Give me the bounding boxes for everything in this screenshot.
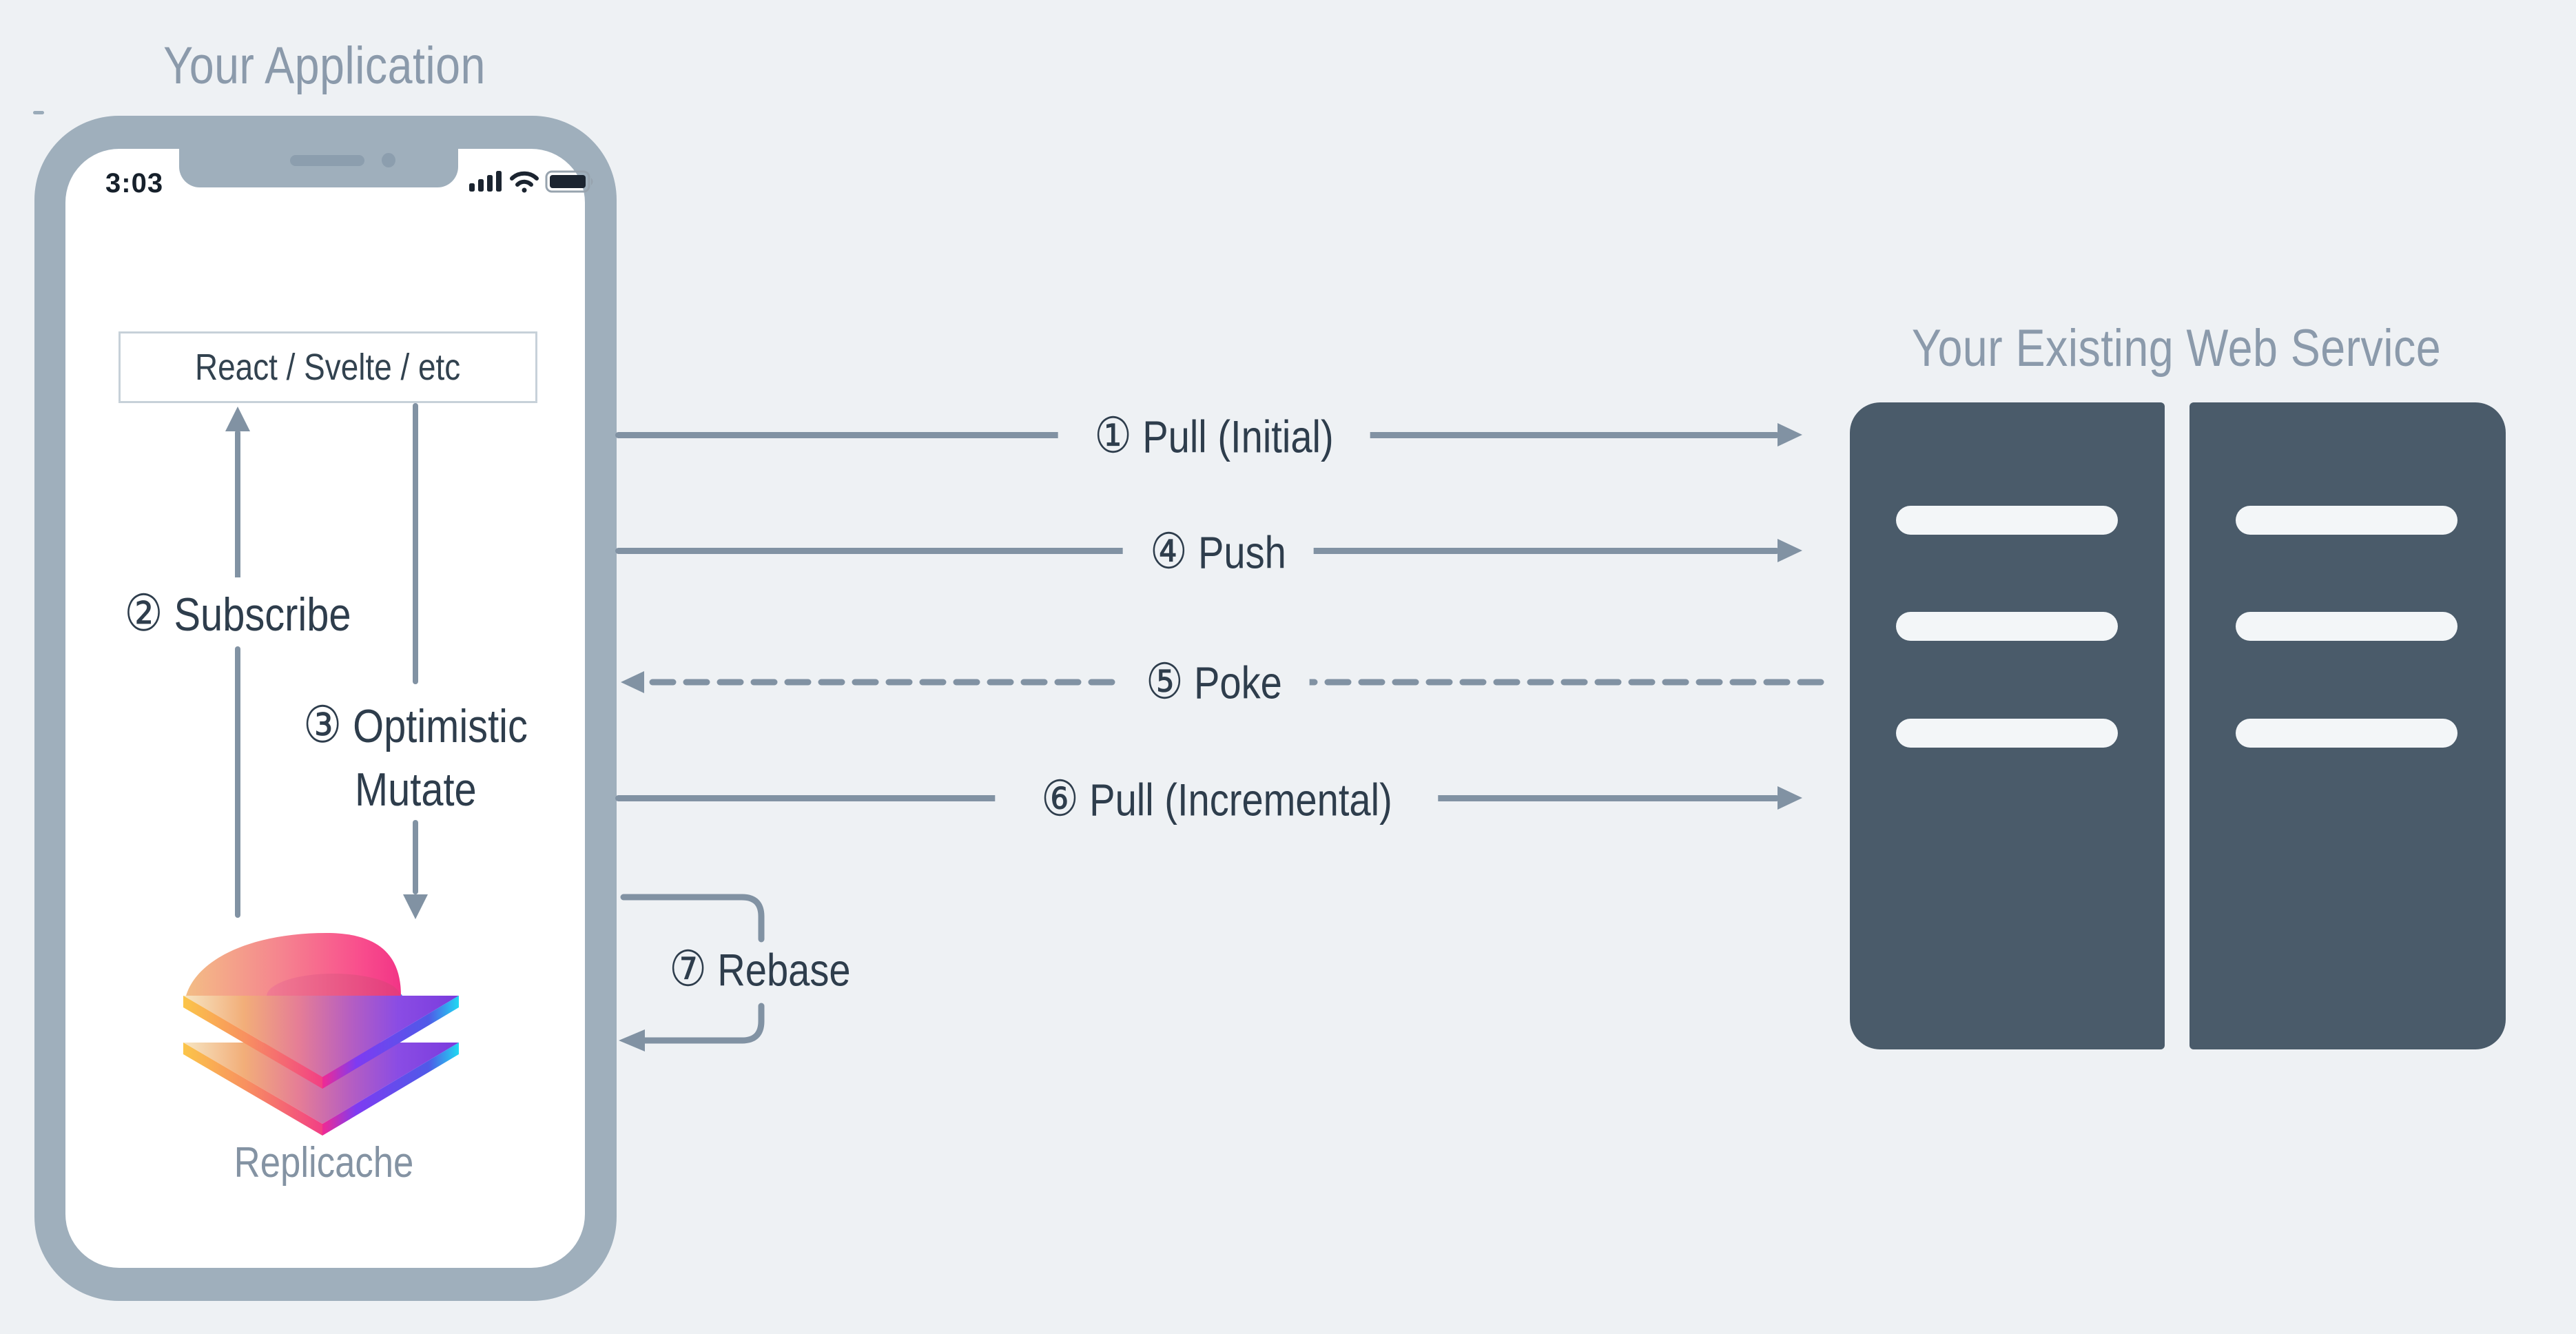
server-bar xyxy=(2236,506,2457,535)
replicache-label: Replicache xyxy=(234,1139,414,1187)
pull-incremental-arrowhead-icon xyxy=(1778,786,1802,810)
rebase-arrowhead-icon xyxy=(619,1029,645,1051)
speaker-grille-icon xyxy=(290,155,364,166)
battery-icon xyxy=(545,170,593,193)
subscribe-arrowhead-icon xyxy=(225,407,250,431)
server-rack-right xyxy=(2189,402,2506,1049)
replicache-logo xyxy=(183,933,459,1136)
cellular-signal-icon xyxy=(469,171,502,192)
pull-incremental-label: ⑥ Pull (Incremental) xyxy=(995,766,1439,832)
ui-framework-label: React / Svelte / etc xyxy=(195,347,461,388)
server-bar xyxy=(2236,612,2457,641)
rebase-label: ⑦ Rebase xyxy=(669,941,851,997)
service-title: Your Existing Web Service xyxy=(1911,319,2442,378)
server-rack-left xyxy=(1850,402,2165,1049)
server-bar xyxy=(1896,719,2118,748)
poke-label: ⑤ Poke xyxy=(1118,649,1310,715)
corner-dash-artifact xyxy=(33,111,44,114)
server-bar xyxy=(1896,506,2118,535)
mutate-line-lower xyxy=(413,820,418,894)
phone-notch xyxy=(179,149,458,187)
subscribe-line-upper xyxy=(235,430,240,583)
mutate-arrowhead-icon xyxy=(403,894,428,919)
mutate-line-upper xyxy=(413,403,418,684)
application-title: Your Application xyxy=(163,37,486,95)
poke-arrowhead-icon xyxy=(621,671,644,693)
subscribe-label: ② Subscribe xyxy=(94,577,381,650)
ui-framework-box: React / Svelte / etc xyxy=(119,331,537,403)
camera-icon xyxy=(382,153,395,167)
server-bar xyxy=(2236,719,2457,748)
push-label: ④ Push xyxy=(1122,519,1314,585)
optimistic-mutate-label: ③ Optimistic Mutate xyxy=(274,689,557,825)
status-icons xyxy=(469,170,593,193)
status-time: 3:03 xyxy=(105,168,164,198)
pull-initial-label: ① Pull (Initial) xyxy=(1058,403,1370,469)
push-arrowhead-icon xyxy=(1778,539,1802,562)
rebase-loop-line xyxy=(619,894,765,1051)
pull-initial-arrowhead-icon xyxy=(1778,423,1802,447)
wifi-icon xyxy=(510,171,539,193)
subscribe-line-lower xyxy=(235,646,240,918)
server-bar xyxy=(1896,612,2118,641)
